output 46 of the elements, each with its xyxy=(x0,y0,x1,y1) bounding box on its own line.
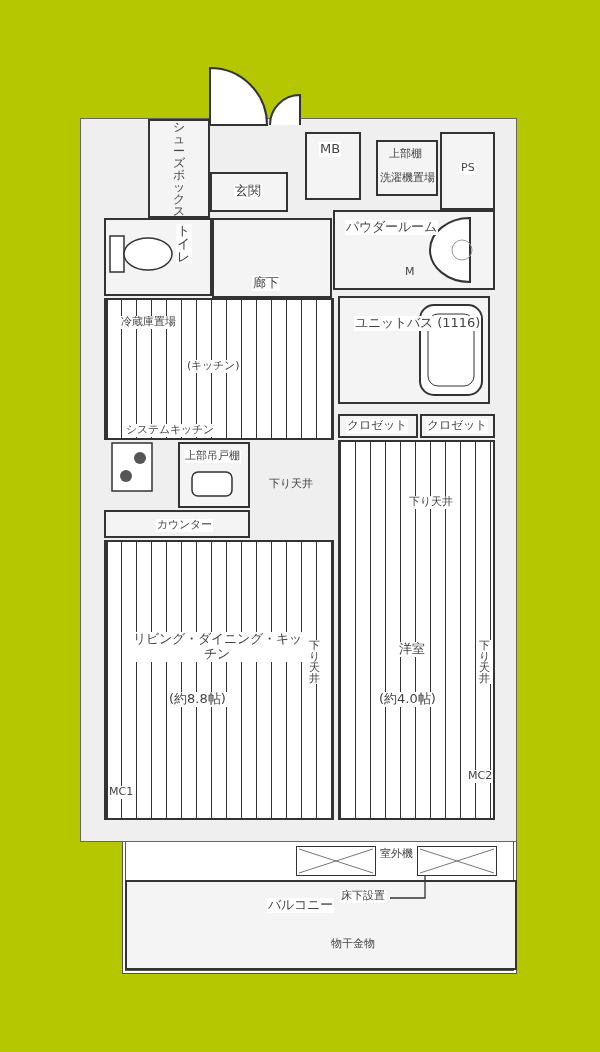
leader-line xyxy=(389,875,426,899)
unit-label: 室外機 xyxy=(379,848,414,861)
laundry-space xyxy=(376,140,438,196)
closet xyxy=(420,414,495,438)
room-label: 洗濯機置場 xyxy=(379,172,436,185)
room-label: 冷蔵庫置場 xyxy=(120,316,177,329)
entrance-area xyxy=(210,172,288,212)
room-label: 上部棚 xyxy=(388,148,423,161)
shoe-cabinet xyxy=(148,119,210,218)
room-label: ユニットバス (1116) xyxy=(354,316,482,331)
room-label: クロゼット xyxy=(346,419,408,433)
outdoor-unit-box xyxy=(296,846,376,876)
room-label: 洋室 xyxy=(398,642,426,657)
counter xyxy=(104,510,250,538)
balcony xyxy=(125,880,517,970)
room-label: シューズボックス xyxy=(172,121,187,217)
room-label: MB xyxy=(319,142,342,157)
kitchen-area xyxy=(104,298,334,440)
room-label: クロゼット xyxy=(426,419,488,433)
room-label: 上部吊戸棚 xyxy=(184,450,241,463)
closet xyxy=(338,414,418,438)
room-label: パウダールーム xyxy=(345,220,438,235)
pipe-shaft xyxy=(440,132,495,210)
living-room xyxy=(104,540,334,820)
ceiling-note: 下り天井 xyxy=(268,478,314,491)
fixture-label: MC1 xyxy=(108,786,135,799)
western-room xyxy=(338,440,495,820)
outdoor-unit-box xyxy=(417,846,497,876)
room-label: バルコニー xyxy=(267,898,334,913)
room-label: 玄関 xyxy=(234,184,262,199)
ceiling-note: 下り天井 xyxy=(308,640,322,684)
room-label: (約4.0帖) xyxy=(378,692,437,707)
fixture-label: MC2 xyxy=(467,770,494,783)
room-label: (約8.8帖) xyxy=(168,692,227,707)
fixture-label: M xyxy=(404,266,416,279)
ceiling-note: 下り天井 xyxy=(478,640,492,684)
fixture-label: 物干金物 xyxy=(330,938,376,951)
room-label: 廊下 xyxy=(252,276,280,291)
room-label: PS xyxy=(460,162,476,175)
room-label: カウンター xyxy=(156,519,213,532)
meter-box xyxy=(305,132,361,200)
room-label: トイレ xyxy=(176,224,192,263)
hallway xyxy=(212,218,332,298)
room-label: (キッチン) xyxy=(186,360,241,373)
ceiling-note: 下り天井 xyxy=(408,496,454,509)
fixture-label: システムキッチン xyxy=(125,424,215,437)
